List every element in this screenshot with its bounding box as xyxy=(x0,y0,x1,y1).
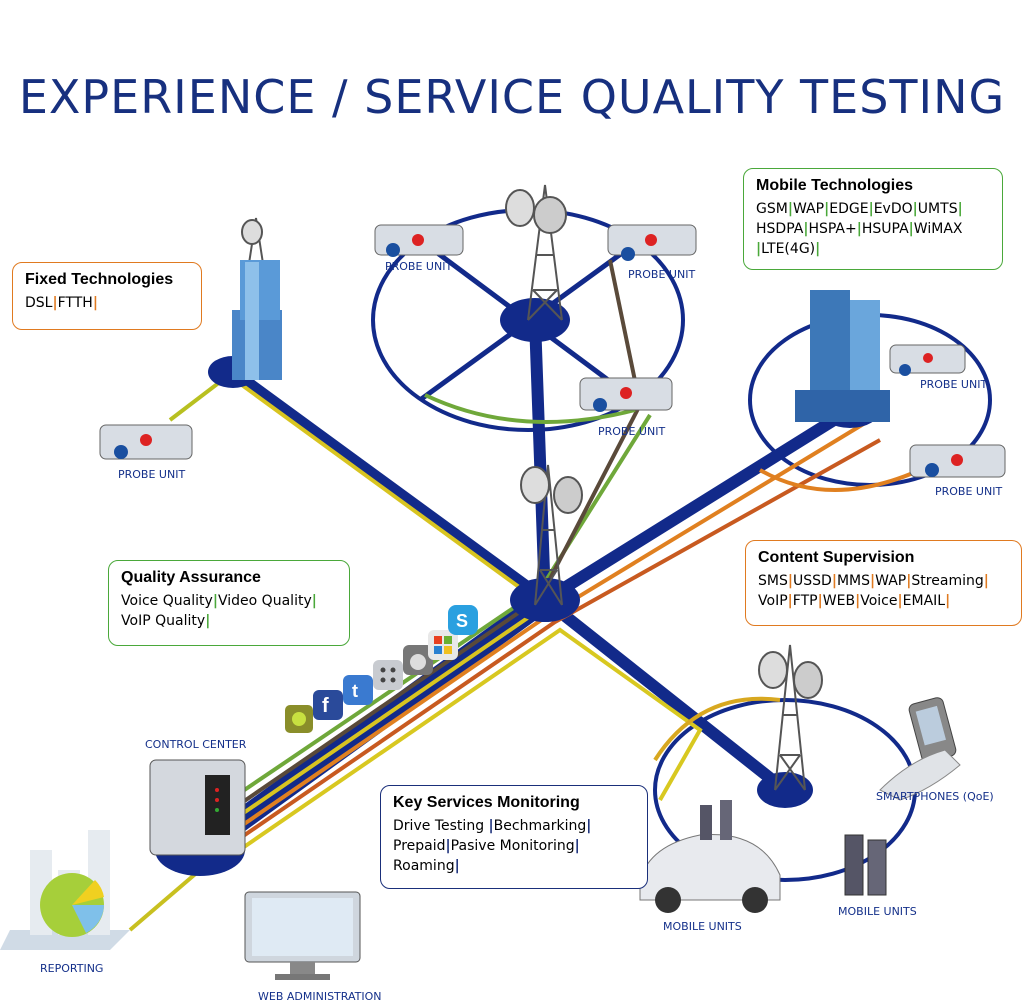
monitor-icon xyxy=(244,891,361,980)
probe-unit-label: PROBE UNIT xyxy=(385,260,453,273)
smartphone-icon xyxy=(879,697,961,801)
fixed-technologies-box: Fixed Technologies DSL|FTTH| xyxy=(12,262,202,330)
mobile-unit-icon xyxy=(844,834,887,896)
separator: | xyxy=(756,241,762,257)
separator: | xyxy=(488,818,494,834)
mobile-technologies-heading: Mobile Technologies xyxy=(756,177,914,194)
backbone-link-right xyxy=(539,404,856,606)
separator: | xyxy=(824,201,830,217)
content-supervision-line: SMS|USSD|MMS|WAP|Streaming| xyxy=(758,573,989,589)
svg-text:t: t xyxy=(352,681,358,701)
separator: | xyxy=(868,201,874,217)
probe-unit-icon xyxy=(99,424,193,460)
separator: | xyxy=(205,613,211,629)
key-services-box: Key Services Monitoring Drive Testing |B… xyxy=(380,785,648,889)
twitter-icon: t xyxy=(343,675,373,705)
backbone-link-left xyxy=(227,366,551,606)
car-icon xyxy=(639,800,781,913)
reporting-label: REPORTING xyxy=(40,962,104,975)
mobile-technologies-box: Mobile Technologies GSM|WAP|EDGE|EvDO|UM… xyxy=(743,168,1003,270)
quality-assurance-box: Quality Assurance Voice Quality|Video Qu… xyxy=(108,560,350,646)
building-icon xyxy=(232,260,282,380)
separator: | xyxy=(803,221,809,237)
probe-unit-icon xyxy=(607,224,697,261)
mobile-technologies-line: |LTE(4G)| xyxy=(756,241,821,257)
probe-unit-label: PROBE UNIT xyxy=(598,425,666,438)
probe-unit-label: PROBE UNIT xyxy=(935,485,1003,498)
server-icon xyxy=(149,759,246,856)
probe-unit-label: PROBE UNIT xyxy=(118,468,186,481)
separator: | xyxy=(908,221,914,237)
key-services-line: Drive Testing |Bechmarking| xyxy=(393,818,592,834)
control-center-label: CONTROL CENTER xyxy=(145,738,247,751)
separator: | xyxy=(311,593,317,609)
separator: | xyxy=(574,838,580,854)
fixed-technologies-heading: Fixed Technologies xyxy=(25,271,174,288)
content-supervision-heading: Content Supervision xyxy=(758,549,915,566)
separator: | xyxy=(787,593,793,609)
svg-text:S: S xyxy=(456,611,468,631)
quality-assurance-heading: Quality Assurance xyxy=(121,569,261,586)
web-administration-label: WEB ADMINISTRATION xyxy=(258,990,382,1003)
hub-center xyxy=(510,578,580,622)
tower-icon xyxy=(505,184,567,321)
probe-unit-label: PROBE UNIT xyxy=(920,378,988,391)
building-icon xyxy=(795,290,890,422)
content-supervision-line: VoIP|FTP|WEB|Voice|EMAIL| xyxy=(758,593,951,609)
tower-icon xyxy=(241,217,265,271)
mobile-units-label: MOBILE UNITS xyxy=(663,920,742,933)
backbone-link-top xyxy=(529,314,551,606)
mobile-technologies-line: HSDPA|HSPA+|HSUPA|WiMAX xyxy=(756,221,963,237)
separator: | xyxy=(897,593,903,609)
quality-assurance-line: VoIP Quality| xyxy=(121,613,211,629)
probe-unit-icon xyxy=(374,224,464,257)
separator: | xyxy=(856,221,862,237)
separator: | xyxy=(870,573,876,589)
fixed-technologies-line: DSL|FTTH| xyxy=(25,295,98,311)
separator: | xyxy=(957,201,963,217)
mobile-technologies-line: GSM|WAP|EDGE|EvDO|UMTS| xyxy=(756,201,963,217)
quality-assurance-line: Voice Quality|Video Quality| xyxy=(121,593,317,609)
smartphones-label: SMARTPHONES (QoE) xyxy=(876,790,994,803)
blackberry-icon xyxy=(373,660,403,690)
separator: | xyxy=(92,295,98,311)
content-supervision-box: Content Supervision SMS|USSD|MMS|WAP|Str… xyxy=(745,540,1022,626)
probe-unit-icon xyxy=(579,377,673,412)
separator: | xyxy=(906,573,912,589)
separator: | xyxy=(912,201,918,217)
separator: | xyxy=(454,858,460,874)
windows-icon xyxy=(428,630,458,660)
separator: | xyxy=(855,593,861,609)
mobile-units-label: MOBILE UNITS xyxy=(838,905,917,918)
separator: | xyxy=(945,593,951,609)
reporting-chart-icon xyxy=(0,830,130,950)
separator: | xyxy=(787,201,793,217)
separator: | xyxy=(983,573,989,589)
separator: | xyxy=(52,295,58,311)
probe-unit-label: PROBE UNIT xyxy=(628,268,696,281)
apple-icon xyxy=(403,645,433,675)
key-services-line: Roaming| xyxy=(393,858,460,874)
separator: | xyxy=(815,241,821,257)
separator: | xyxy=(212,593,218,609)
android-icon xyxy=(285,705,313,733)
separator: | xyxy=(445,838,451,854)
tower-icon xyxy=(758,644,823,791)
skype-icon: S xyxy=(448,605,478,635)
probe-unit-icon xyxy=(909,444,1006,478)
key-services-heading: Key Services Monitoring xyxy=(393,794,580,811)
backbone-link-bottom xyxy=(539,594,791,796)
key-services-line: Prepaid|Pasive Monitoring| xyxy=(393,838,580,854)
separator: | xyxy=(817,593,823,609)
page-title: EXPERIENCE / SERVICE QUALITY TESTING xyxy=(18,70,1006,124)
tower-icon xyxy=(520,464,583,606)
separator: | xyxy=(586,818,592,834)
separator: | xyxy=(831,573,837,589)
svg-text:f: f xyxy=(322,695,329,717)
probe-unit-icon xyxy=(889,344,966,376)
separator: | xyxy=(787,573,793,589)
facebook-icon: f xyxy=(313,690,343,720)
